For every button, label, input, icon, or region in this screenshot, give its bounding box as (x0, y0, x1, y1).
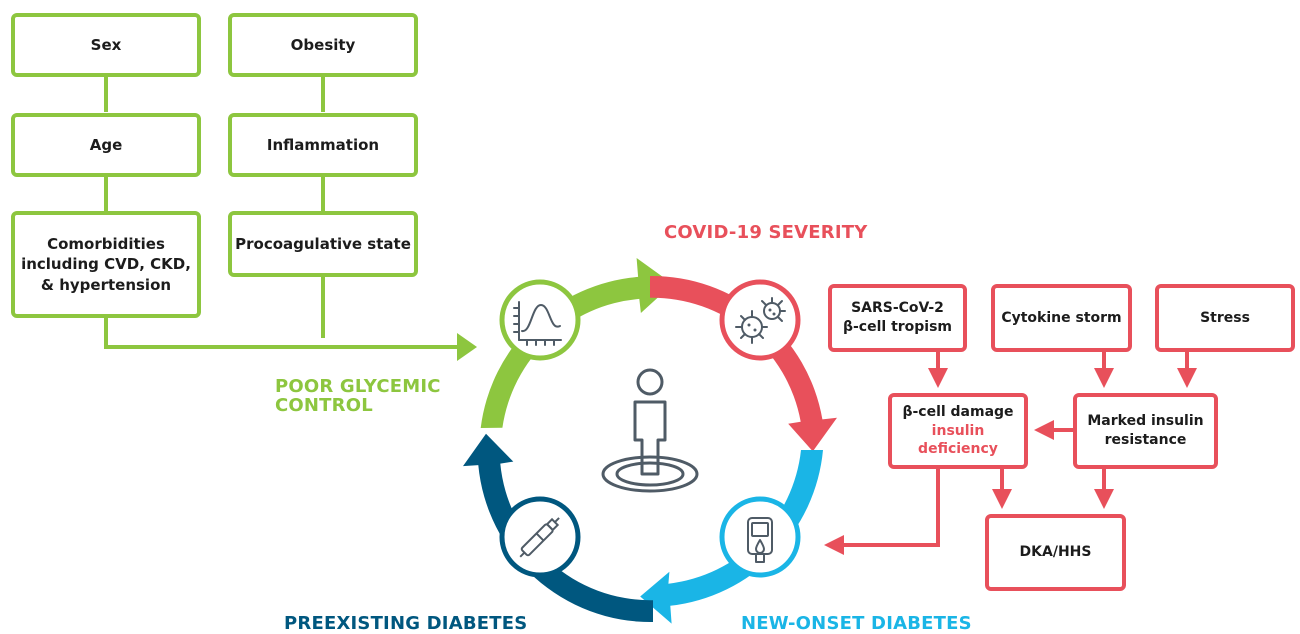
cytokine-storm-box: Cytokine storm (991, 284, 1132, 352)
preexisting-diabetes-label: PREEXISTING DIABETES (284, 613, 528, 634)
marked-insulin-resistance-box: Marked insulin resistance (1073, 393, 1218, 469)
stress-box: Stress (1155, 284, 1295, 352)
virus-icon (719, 279, 801, 361)
risk-factor-connectors (104, 77, 462, 349)
mechanism-connectors (824, 350, 1197, 555)
age-box: Age (11, 113, 201, 177)
insulin-deficiency-text: insulin deficiency (918, 422, 998, 458)
covid-19-severity-label: COVID-19 SEVERITY (664, 222, 868, 243)
person-icon (601, 368, 699, 493)
inflammation-box: Inflammation (228, 113, 418, 177)
beta-cell-damage-box: β-cell damage insulin deficiency (888, 393, 1028, 469)
beta-cell-damage-text: β-cell damage (902, 403, 1014, 420)
dka-hhs-box: DKA/HHS (985, 514, 1126, 591)
sars-cov-2-tropism-box: SARS-CoV-2 β-cell tropism (828, 284, 967, 352)
glucose-curve-chart-icon (499, 279, 581, 361)
new-onset-diabetes-label: NEW-ONSET DIABETES (741, 613, 972, 634)
obesity-box: Obesity (228, 13, 418, 77)
procoagulative-state-box: Procoagulative state (228, 211, 418, 277)
comorbidities-box: Comorbidities including CVD, CKD, & hype… (11, 211, 201, 318)
insulin-pen-icon (499, 496, 581, 578)
glucometer-icon (719, 496, 801, 578)
cycle-arrow-green (480, 258, 673, 428)
poor-glycemic-control-label: POOR GLYCEMIC CONTROL (275, 376, 441, 416)
risk-to-cycle-arrowhead (457, 333, 477, 361)
sex-box: Sex (11, 13, 201, 77)
